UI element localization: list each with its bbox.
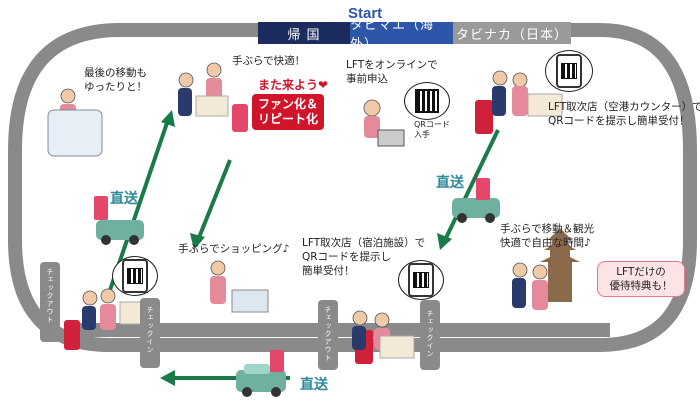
qr-bubble-mae bbox=[404, 82, 450, 120]
train-window bbox=[47, 109, 103, 157]
phase-tabimae: タビマエ（海外） bbox=[350, 18, 453, 52]
van-bottom bbox=[236, 350, 286, 397]
last-move-text: 最後の移動もゆったりと！ bbox=[84, 67, 147, 93]
checkin-pill-left bbox=[140, 298, 160, 368]
smartphone-icon bbox=[556, 54, 582, 88]
checkout-label-hotel: チェックアウト bbox=[324, 306, 332, 362]
tebura-kaiteki-text: 手ぶらで快適！ bbox=[232, 55, 306, 67]
sightseeing-text: 手ぶらで移動＆観光快適で自由な時間♪ bbox=[500, 223, 595, 249]
van-left bbox=[94, 196, 144, 245]
mata-kiyou-text: また来よう❤ bbox=[258, 78, 329, 92]
shopping-text: 手ぶらでショッピング♪ bbox=[178, 243, 290, 255]
phone-bubble-hotel bbox=[398, 260, 444, 300]
pagoda bbox=[540, 228, 580, 302]
checkout-pill-hotel bbox=[318, 300, 338, 370]
airport-counter bbox=[527, 93, 563, 117]
return-counter bbox=[195, 95, 229, 117]
tokuten-badge: LFTだけの優待特典も！ bbox=[597, 261, 685, 297]
direct-label-right: 直送 bbox=[436, 175, 464, 191]
smartphone-icon bbox=[122, 259, 148, 293]
start-label: Start bbox=[348, 5, 383, 22]
qr-code-icon bbox=[415, 89, 439, 113]
checkin-label-left: チェックイン bbox=[146, 306, 154, 354]
phase-tabinaka: タビナカ（日本） bbox=[453, 22, 571, 44]
checkin-label-hotel: チェックイン bbox=[426, 310, 434, 358]
arrow-right-down bbox=[437, 129, 500, 250]
checkout-label-left: チェックアウト bbox=[46, 268, 54, 324]
suitcase-airport bbox=[475, 100, 493, 134]
qr-get-text: QRコード入手 bbox=[414, 120, 450, 139]
van-right bbox=[452, 178, 500, 223]
apply-online-text: LFTをオンラインで事前申込 bbox=[346, 59, 438, 85]
direct-label-bottom: 直送 bbox=[300, 377, 328, 393]
hotel-counter bbox=[379, 335, 415, 359]
checkout-pill-left bbox=[40, 262, 60, 342]
suitcase-return bbox=[232, 104, 248, 132]
fan-repeat-badge: ファン化＆リピート化 bbox=[252, 94, 325, 130]
phase-kikoku: 帰 国 bbox=[258, 22, 350, 44]
checkin-pill-hotel bbox=[420, 300, 440, 370]
phone-bubble-checkout bbox=[112, 256, 158, 296]
shopping-rack bbox=[231, 289, 269, 313]
direct-label-left: 直送 bbox=[110, 191, 138, 207]
laptop bbox=[377, 129, 405, 147]
phone-bubble-airport bbox=[545, 50, 593, 92]
smartphone-icon bbox=[408, 263, 434, 297]
suitcase-checkout bbox=[64, 320, 80, 350]
arrow-left-down bbox=[190, 159, 232, 250]
